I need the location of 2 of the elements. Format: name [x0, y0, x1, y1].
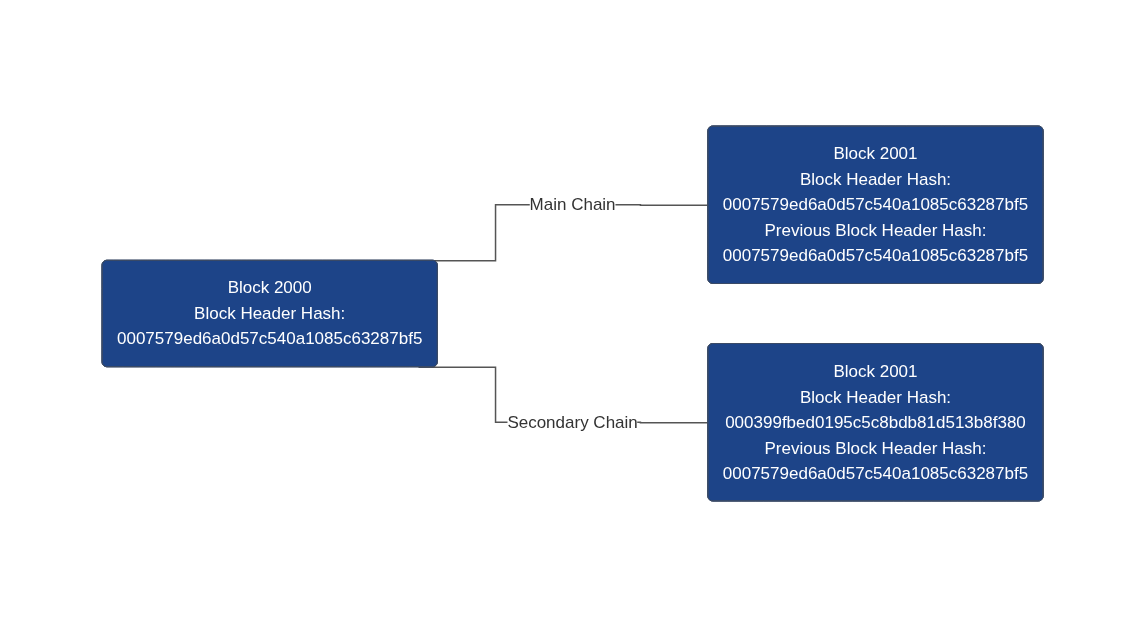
edge-label: Main Chain: [529, 194, 616, 214]
edge-label: Secondary Chain: [507, 412, 638, 431]
